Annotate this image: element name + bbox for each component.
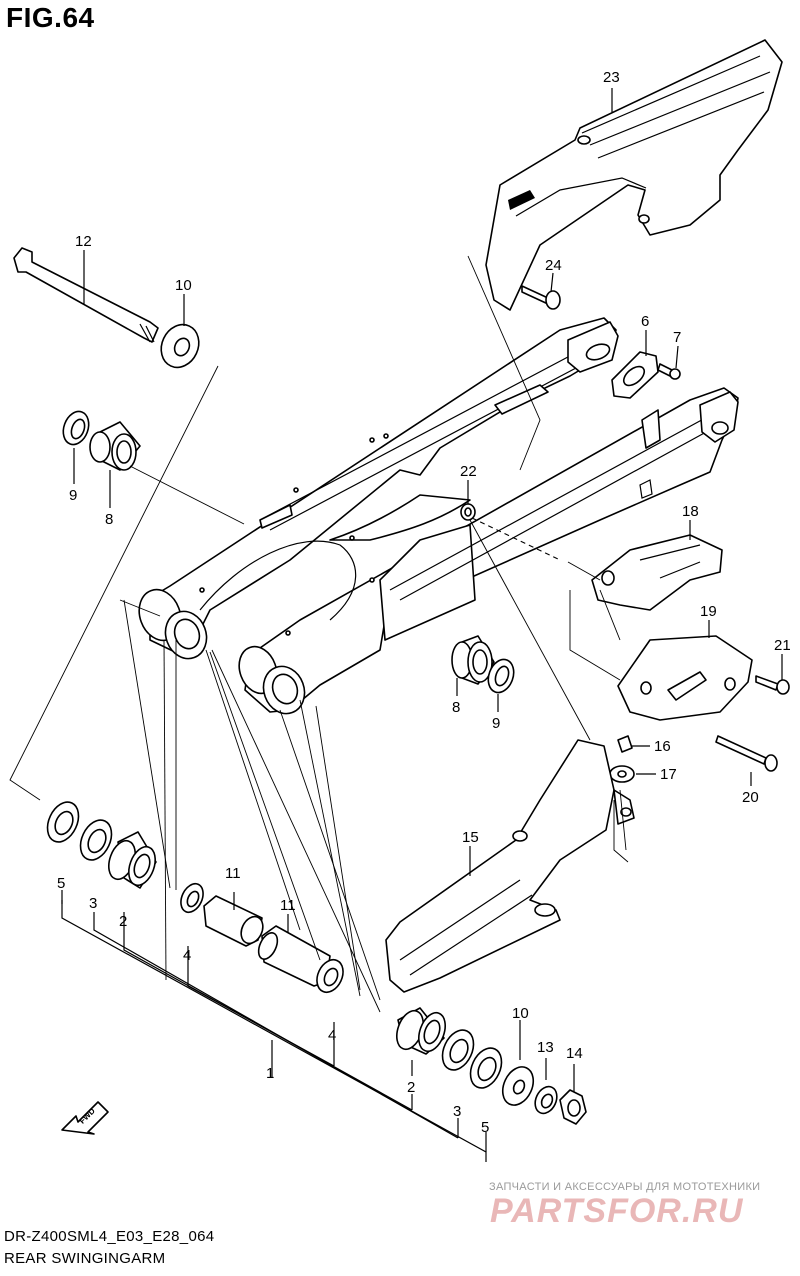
callout-4: 4 (328, 1027, 336, 1044)
oil-seal-part-9-right (487, 658, 515, 694)
washer-part-13 (534, 1085, 558, 1115)
needle-bearing-part-8-right (451, 635, 495, 685)
needle-bearing-part-2-left (108, 831, 157, 889)
figure-model-code: DR-Z400SML4_E03_E28_064 (4, 1228, 215, 1245)
callout-11: 11 (280, 897, 296, 914)
nut-part-22 (460, 503, 476, 521)
washer-part-4-right (316, 958, 344, 994)
washer-part-17 (609, 765, 635, 783)
pivot-shaft-part-12 (13, 247, 159, 343)
callout-15: 15 (462, 829, 479, 846)
callout-9: 9 (492, 715, 500, 732)
callout-10: 10 (175, 277, 192, 294)
screw-part-24 (521, 285, 561, 310)
spacer-part-11-a (203, 895, 264, 947)
callout-2: 2 (119, 913, 127, 930)
callout-17: 17 (660, 766, 677, 783)
needle-bearing-part-8-left (89, 421, 141, 471)
watermark-logo: PARTSFOR.RU (490, 1192, 744, 1230)
oil-seal-part-5-right (469, 1047, 503, 1089)
callout-16: 16 (654, 738, 671, 755)
swingarm-body (138, 317, 739, 715)
bolt-part-20 (715, 735, 778, 772)
bolt-part-16 (617, 735, 633, 753)
callout-4: 4 (183, 947, 191, 964)
callout-20: 20 (742, 789, 759, 806)
watermark-tagline: ЗАПЧАСТИ И АКСЕССУАРЫ ДЛЯ МОТОТЕХНИКИ (489, 1181, 761, 1193)
chain-buffer-part-15 (385, 739, 635, 993)
callout-10: 10 (512, 1005, 529, 1022)
washer-part-10-bottom (501, 1066, 535, 1106)
callout-24: 24 (545, 257, 562, 274)
callout-8: 8 (105, 511, 113, 528)
callout-2: 2 (407, 1079, 415, 1096)
callout-5: 5 (57, 875, 65, 892)
callout-18: 18 (682, 503, 699, 520)
needle-bearing-part-2-right (396, 1007, 446, 1055)
callout-3: 3 (89, 895, 97, 912)
chain-adjuster-part-6 (611, 351, 659, 399)
callout-12: 12 (75, 233, 92, 250)
callout-8: 8 (452, 699, 460, 716)
bearing-part-3-right (441, 1029, 475, 1071)
washer-part-10-top (160, 323, 200, 369)
figure-title: FIG.64 (6, 2, 95, 33)
nut-part-14 (559, 1089, 587, 1125)
figure-name: REAR SWINGINGARM (4, 1250, 166, 1267)
oil-seal-part-5-left (46, 801, 80, 843)
callout-3: 3 (453, 1103, 461, 1120)
callout-14: 14 (566, 1045, 583, 1062)
callout-13: 13 (537, 1039, 554, 1056)
forward-direction-arrow: FWD (61, 1101, 109, 1135)
bearing-part-3-left (79, 819, 113, 861)
oil-seal-part-9-left (62, 410, 90, 446)
callout-7: 7 (673, 329, 681, 346)
chain-guide-part-19 (617, 635, 753, 721)
callout-22: 22 (460, 463, 477, 480)
callout-5: 5 (481, 1119, 489, 1136)
chain-guide-part-18 (591, 534, 723, 611)
callout-1: 1 (266, 1065, 274, 1082)
callout-11: 11 (225, 865, 241, 882)
chain-case-part-23 (485, 39, 783, 311)
callout-6: 6 (641, 313, 649, 330)
callout-19: 19 (700, 603, 717, 620)
callout-23: 23 (603, 69, 620, 86)
screw-part-7 (657, 363, 681, 380)
bolt-part-21 (755, 675, 790, 695)
callout-21: 21 (774, 637, 791, 654)
washer-part-4-left (180, 882, 204, 914)
leader-lines (9, 88, 783, 1162)
callout-labels: 23 24 12 10 6 7 9 8 22 18 19 21 8 9 16 1… (57, 69, 791, 1136)
callout-9: 9 (69, 487, 77, 504)
